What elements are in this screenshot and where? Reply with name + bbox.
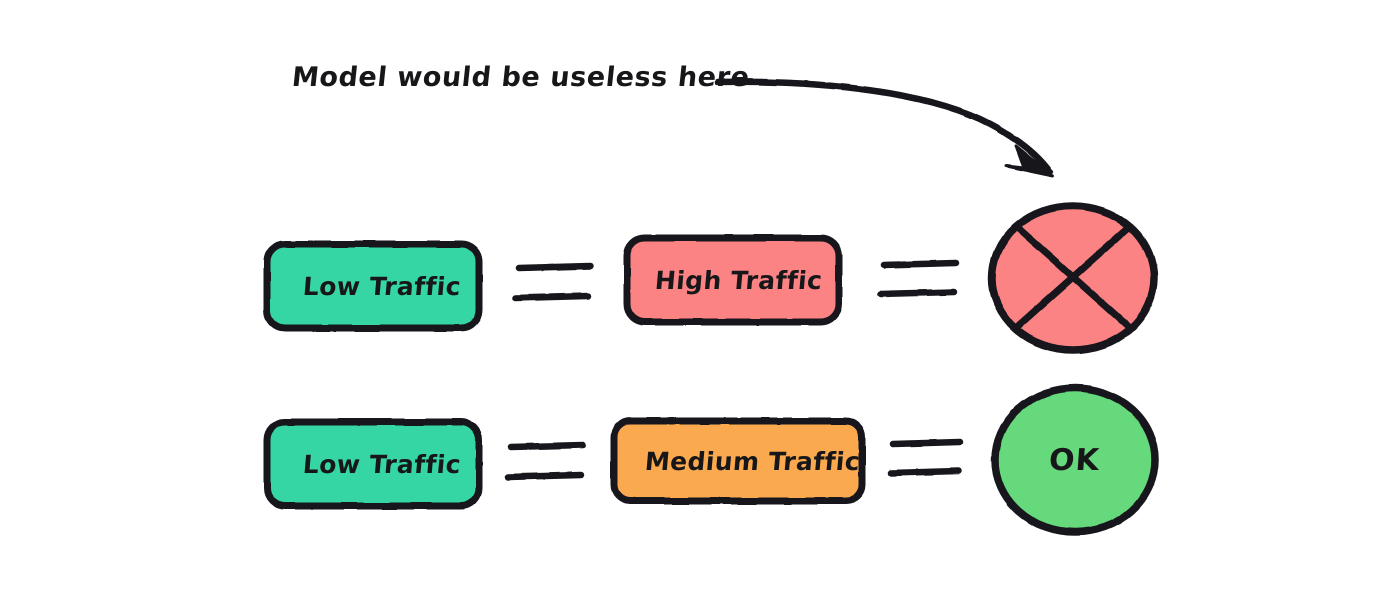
annotation-arrow-icon bbox=[714, 78, 1055, 178]
result-circle-ok[interactable] bbox=[991, 384, 1159, 536]
node-medium-traffic[interactable] bbox=[610, 417, 866, 505]
node-low-traffic-row1[interactable] bbox=[263, 240, 483, 332]
x-cross-icon bbox=[1014, 224, 1132, 330]
operator-equals-row1-b bbox=[877, 259, 960, 298]
node-high-traffic[interactable] bbox=[623, 234, 843, 326]
operator-equals-row2-b bbox=[887, 438, 964, 477]
node-low-traffic-row2[interactable] bbox=[263, 418, 483, 510]
operator-equals-row1-a bbox=[511, 262, 594, 302]
result-circle-not-ok[interactable] bbox=[988, 202, 1158, 354]
operator-equals-row2-a bbox=[504, 441, 587, 481]
